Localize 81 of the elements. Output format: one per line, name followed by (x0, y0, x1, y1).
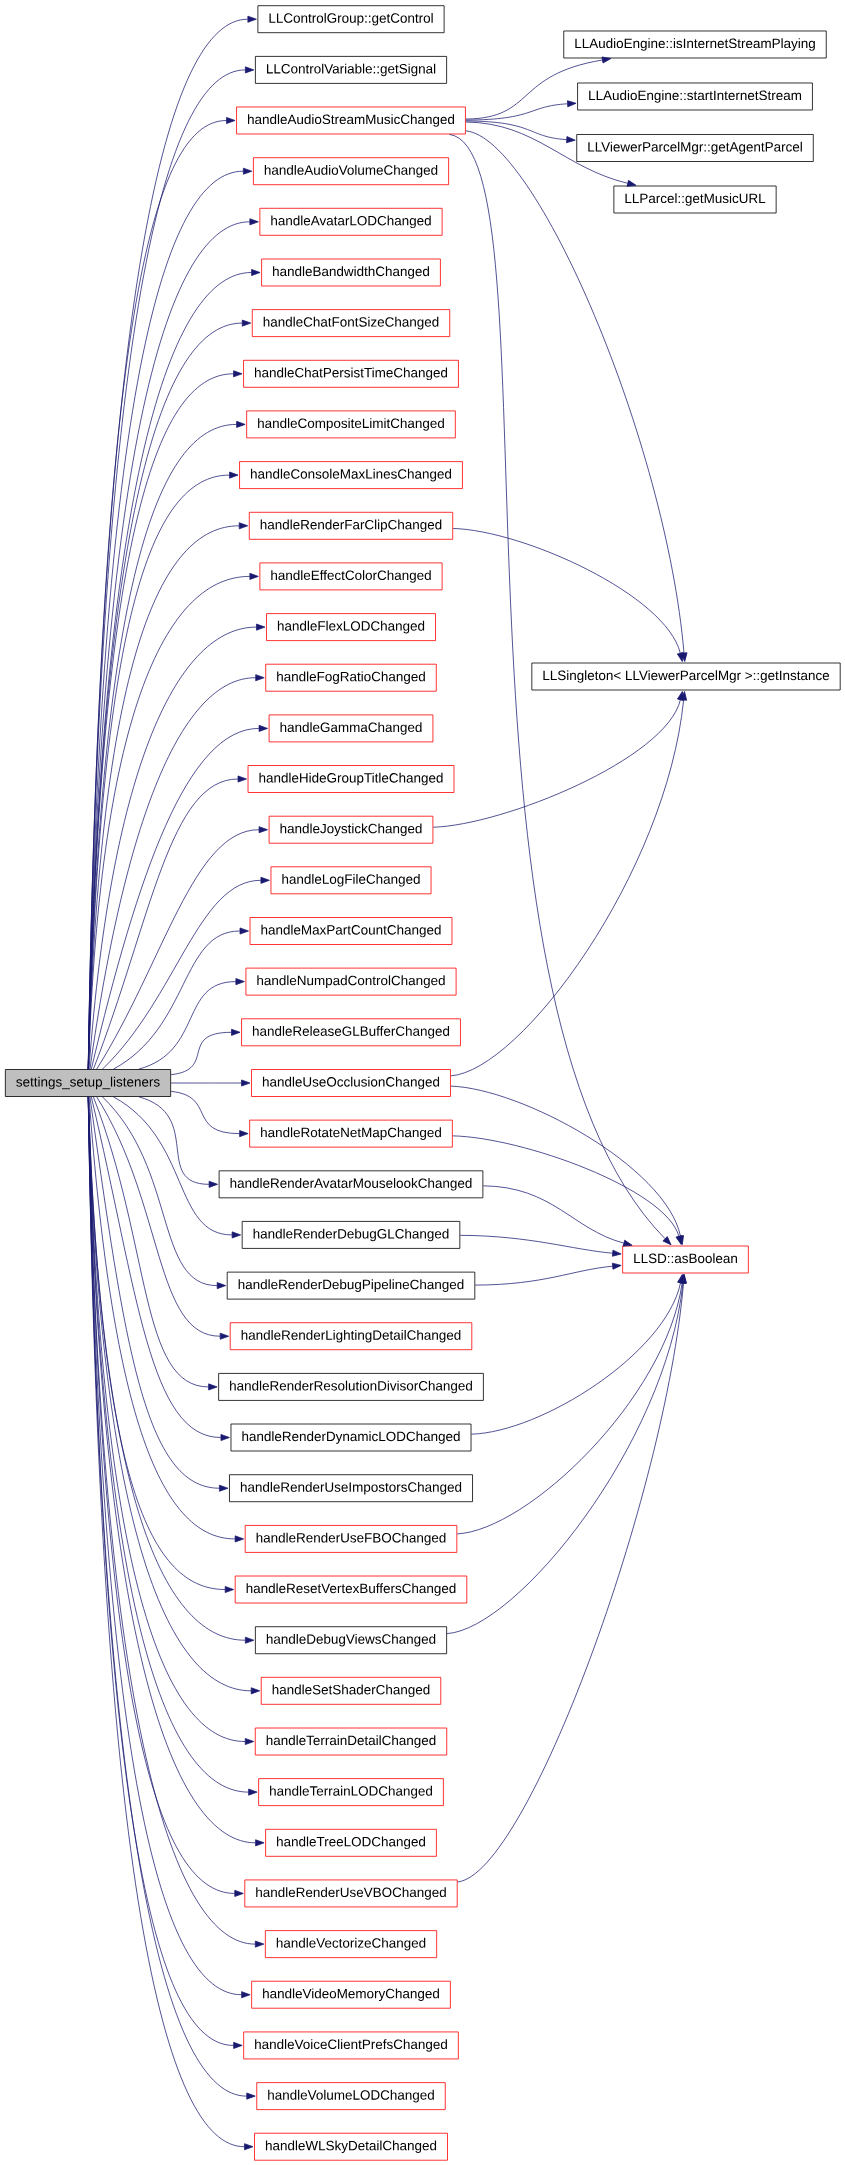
function-box: handleFogRatioChanged (265, 663, 437, 692)
function-box: handleResetVertexBuffersChanged (234, 1575, 468, 1604)
function-box: handleVolumeLODChanged (256, 2082, 446, 2110)
function-box: handleFlexLODChanged (266, 613, 436, 641)
function-box: handleVoiceClientPrefsChanged (243, 2031, 459, 2060)
arrow (452, 1135, 683, 1245)
arrow (465, 120, 576, 144)
arrow (138, 978, 245, 1070)
function-box: LLControlVariable::getSignal (255, 56, 447, 84)
function-box: handleWLSkyDetailChanged (254, 2132, 448, 2161)
function-box: handleDebugViewsChanged (255, 1626, 448, 1655)
function-box: LLParcel::getMusicURL (613, 185, 777, 214)
arrow (102, 876, 270, 1070)
function-box: handleChatFontSizeChanged (251, 309, 451, 337)
arrow (459, 1234, 622, 1257)
function-box: handleRenderResolutionDivisorChanged (218, 1373, 484, 1401)
arrow (170, 1079, 251, 1087)
function-box: LLAudioEngine::startInternetStream (577, 82, 813, 111)
function-box: handleUseOcclusionChanged (251, 1069, 451, 1097)
arrow (102, 1096, 227, 1290)
arrow (457, 1274, 687, 1883)
arrow (465, 56, 612, 120)
function-box: handleTerrainDetailChanged (254, 1727, 448, 1756)
function-box: handleGammaChanged (268, 714, 434, 743)
arrow (450, 1085, 684, 1245)
function-box: handleAudioStreamMusicChanged (236, 106, 466, 135)
arrow (96, 826, 268, 1070)
arrow (471, 1274, 684, 1435)
function-box: handleReleaseGLBufferChanged (241, 1018, 461, 1047)
function-box: handleEffectColorChanged (259, 562, 443, 591)
function-box: handleRenderUseFBOChanged (244, 1525, 458, 1553)
arrow (138, 1096, 218, 1188)
function-box: settings_setup_listeners (4, 1069, 172, 1097)
function-box: handleHideGroupTitleChanged (247, 765, 455, 793)
arrow (452, 528, 684, 662)
function-box: LLSingleton< LLViewerParcelMgr >::getInstance (531, 662, 841, 691)
function-box: LLSD::asBoolean (622, 1245, 749, 1274)
function-box: handleRenderDynamicLODChanged (230, 1423, 472, 1452)
function-box: handleRenderUseImpostorsChanged (229, 1474, 473, 1503)
function-box: handleTerrainLODChanged (258, 1778, 444, 1806)
arrow (465, 121, 637, 187)
function-box: handleMaxPartCountChanged (249, 917, 453, 945)
arrow (456, 1274, 686, 1535)
function-box: handleVectorizeChanged (264, 1930, 438, 1958)
function-box: handleChatPersistTimeChanged (243, 359, 459, 388)
function-box: handleRenderLightingDetailChanged (229, 1322, 473, 1351)
function-box: handleConsoleMaxLinesChanged (239, 461, 463, 489)
arrow (113, 1096, 241, 1239)
function-box: handleTreeLODChanged (265, 1828, 437, 1857)
arrow (474, 1262, 622, 1286)
function-box: handleVideoMemoryChanged (251, 1980, 451, 2009)
function-box: handleRenderUseVBOChanged (244, 1879, 458, 1908)
function-box: handleRenderAvatarMouselookChanged (218, 1170, 484, 1199)
arrow (465, 100, 577, 121)
arrow (482, 1185, 633, 1247)
function-box: handleRenderDebugPipelineChanged (226, 1271, 476, 1300)
function-box: handleNumpadControlChanged (245, 967, 457, 996)
arrow (170, 1090, 249, 1138)
function-box: handleAudioVolumeChanged (253, 157, 450, 186)
arrow (432, 691, 684, 828)
function-box: handleBandwidthChanged (261, 258, 441, 287)
arrow (450, 691, 688, 1077)
function-box: handleRenderDebugGLChanged (241, 1221, 461, 1249)
function-box: handleRenderFarClipChanged (248, 511, 454, 540)
arrow (465, 130, 688, 662)
arrow (446, 1274, 687, 1634)
arrow (170, 1028, 241, 1075)
function-box: handleJoystickChanged (268, 815, 434, 844)
function-box: handleSetShaderChanged (260, 1676, 442, 1705)
arrow (96, 1096, 230, 1340)
function-box: LLControlGroup::getControl (257, 5, 445, 34)
function-box: LLAudioEngine::isInternetStreamPlaying (563, 30, 827, 59)
function-box: handleAvatarLODChanged (259, 207, 443, 236)
function-box: handleRotateNetMapChanged (249, 1119, 453, 1148)
function-box: handleLogFileChanged (270, 866, 432, 895)
arrow (93, 1096, 218, 1391)
arrow (113, 927, 249, 1070)
function-box: LLViewerParcelMgr::getAgentParcel (576, 134, 814, 162)
function-box: handleCompositeLimitChanged (246, 410, 456, 439)
arrow (449, 134, 672, 1246)
arrow (93, 775, 247, 1070)
